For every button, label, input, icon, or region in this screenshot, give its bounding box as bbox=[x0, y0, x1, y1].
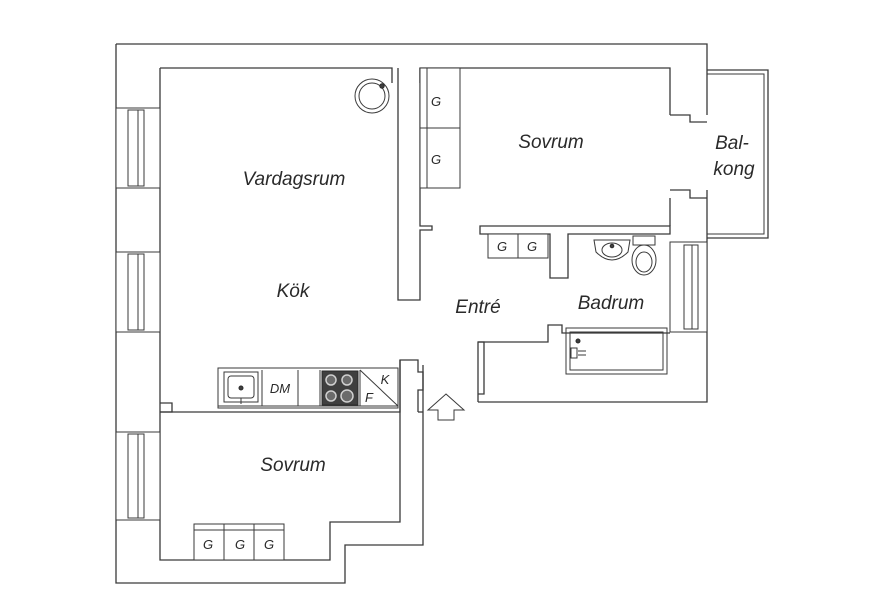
room-label-balkong-2: kong bbox=[713, 159, 755, 180]
fridge-label: K bbox=[381, 372, 391, 387]
wardrobe-hall: G G bbox=[487, 233, 549, 259]
entrance-arrow-icon bbox=[426, 393, 466, 421]
balcony bbox=[707, 69, 769, 239]
room-label-sovrum-bottom: Sovrum bbox=[260, 455, 325, 476]
sink-icon bbox=[593, 239, 631, 261]
wardrobe-label: G bbox=[431, 94, 441, 109]
wardrobe-bedroom-top: G G bbox=[419, 67, 461, 189]
dishwasher-label: DM bbox=[270, 381, 290, 396]
wardrobe-label: G bbox=[431, 152, 441, 167]
stove-icon bbox=[321, 370, 359, 406]
window-left-middle bbox=[115, 251, 161, 333]
room-label-kok: Kök bbox=[277, 281, 311, 302]
wardrobe-label: G bbox=[527, 239, 537, 254]
room-label-vardagsrum: Vardagsrum bbox=[243, 169, 346, 190]
wardrobe-bedroom-bottom: G G G bbox=[193, 523, 285, 561]
wardrobe-label: G bbox=[264, 537, 274, 552]
room-label-balkong-1: Bal- bbox=[715, 133, 749, 154]
wardrobe-label: G bbox=[235, 537, 245, 552]
sink-icon bbox=[223, 371, 259, 404]
bathtub-icon bbox=[565, 327, 668, 375]
room-label-badrum: Badrum bbox=[578, 293, 645, 314]
window-left-bottom bbox=[115, 431, 161, 521]
window-right-bathroom bbox=[669, 241, 708, 333]
window-left-top bbox=[115, 107, 161, 189]
room-label-entre: Entré bbox=[455, 297, 500, 318]
fridge-freezer: K F bbox=[359, 369, 399, 407]
kitchen-counter bbox=[217, 367, 399, 409]
wardrobe-label: G bbox=[497, 239, 507, 254]
wardrobe-label: G bbox=[203, 537, 213, 552]
toilet-icon bbox=[631, 235, 657, 276]
freezer-label: F bbox=[365, 390, 374, 405]
room-label-sovrum-top: Sovrum bbox=[518, 132, 583, 153]
tiled-stove-icon bbox=[354, 78, 390, 114]
